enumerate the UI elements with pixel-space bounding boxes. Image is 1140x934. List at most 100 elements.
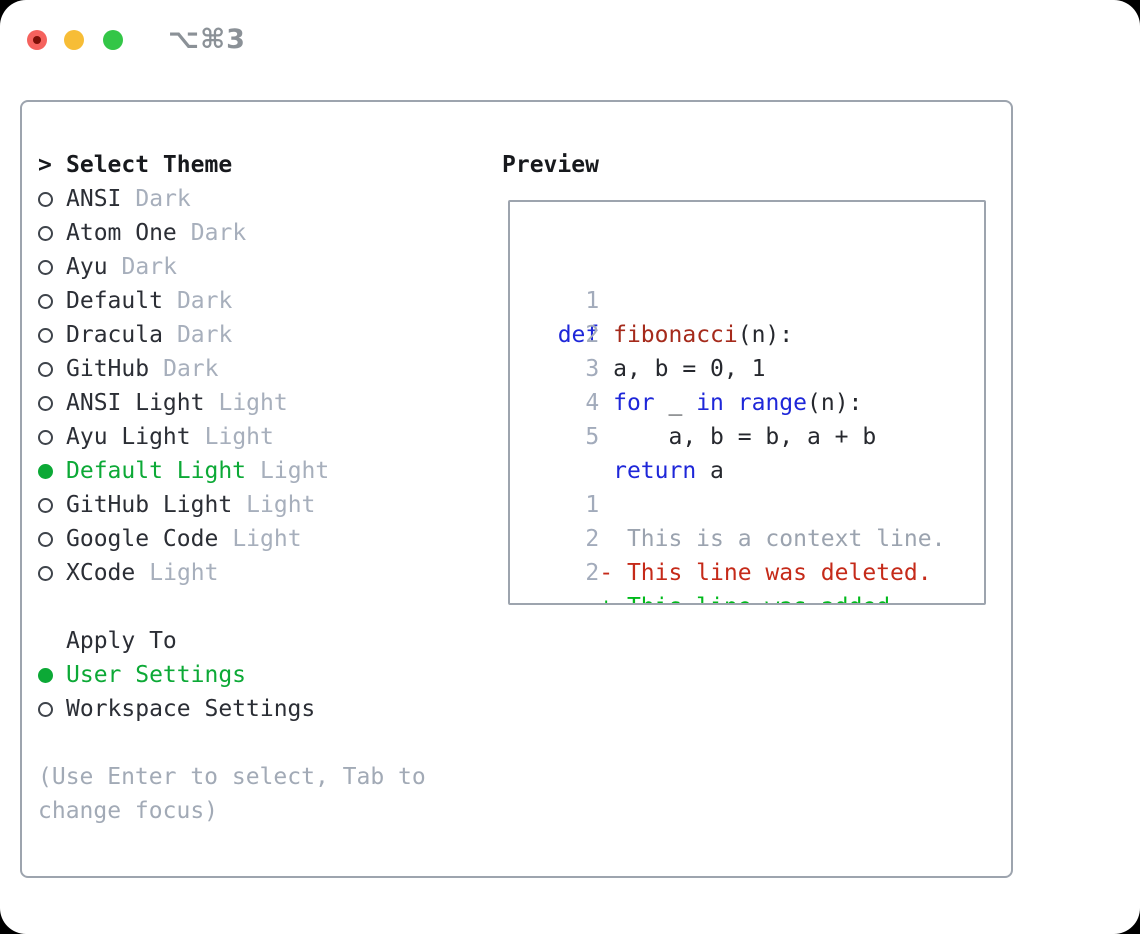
theme-option-tag: Dark <box>176 288 233 314</box>
theme-option-label: Ayu <box>66 254 108 280</box>
preview-code-line: 2 - This line was deleted. <box>530 488 984 586</box>
radio-circle-icon <box>38 293 53 309</box>
apply-to-title: Apply To <box>66 628 177 654</box>
code-token: in <box>696 390 724 416</box>
code-token: fibonacci <box>613 322 738 348</box>
radio-circle-icon <box>38 667 53 683</box>
theme-option-tag: Light <box>260 458 330 484</box>
theme-option-label: Ayu Light <box>66 424 191 450</box>
radio-circle-icon <box>38 361 53 377</box>
code-token <box>724 390 738 416</box>
theme-option-tag: Light <box>218 390 288 416</box>
unsaved-changes-dot <box>33 36 41 44</box>
close-button[interactable] <box>27 30 47 50</box>
theme-option[interactable]: Default Dark <box>38 284 426 318</box>
theme-option-tag: Dark <box>190 220 247 246</box>
theme-option-label: Default Light <box>66 458 247 484</box>
code-token: for <box>613 390 655 416</box>
theme-list: ANSI Dark Atom One Dark Ayu Dark Default… <box>38 182 426 590</box>
titlebar: ⌥⌘3 <box>0 0 1140 80</box>
code-token: return <box>613 458 697 484</box>
radio-circle-icon <box>38 225 53 241</box>
radio-circle-icon <box>38 531 53 547</box>
line-number: 3 <box>585 356 600 382</box>
code-token: + This line was added. <box>558 594 904 603</box>
theme-option[interactable]: ANSI Dark <box>38 182 426 216</box>
radio-circle-icon <box>38 327 53 343</box>
theme-option[interactable]: Atom One Dark <box>38 216 426 250</box>
usage-hint: (Use Enter to select, Tab to change focus… <box>38 760 426 828</box>
apply-to-option-label: Workspace Settings <box>66 696 316 722</box>
preview-pane: 1 def fibonacci(n): 2 a, b = 0, 1 3 for … <box>508 200 986 605</box>
preview-code-line: 1 This is a context line. <box>530 454 984 552</box>
spacer <box>38 590 426 624</box>
theme-option[interactable]: Default Light Light <box>38 454 426 488</box>
theme-option[interactable]: Dracula Dark <box>38 318 426 352</box>
theme-option-label: Atom One <box>66 220 177 246</box>
code-token: This is a context line. <box>557 526 946 552</box>
apply-to-header: Apply To <box>38 624 426 658</box>
code-token: (n): <box>737 322 794 348</box>
theme-option-label: Dracula <box>66 322 163 348</box>
theme-panel: > Select Theme ANSI Dark Atom One Dark A… <box>38 148 426 828</box>
radio-circle-icon <box>38 497 53 513</box>
code-token: range <box>737 390 807 416</box>
apply-to-option-label: User Settings <box>66 662 247 688</box>
theme-option-tag: Dark <box>176 322 233 348</box>
prompt-caret: > <box>38 152 52 178</box>
apply-to-option[interactable]: User Settings <box>38 658 426 692</box>
radio-circle-icon <box>38 395 53 411</box>
theme-panel-title: Select Theme <box>66 152 233 178</box>
theme-option-tag: Light <box>204 424 274 450</box>
usage-hint-line: (Use Enter to select, Tab to <box>38 764 426 790</box>
preview-code-line: 2 a, b = 0, 1 <box>530 284 984 382</box>
zoom-button[interactable] <box>103 30 123 50</box>
theme-option-label: GitHub Light <box>66 492 233 518</box>
radio-circle-icon <box>38 463 53 479</box>
radio-circle-icon <box>38 701 53 717</box>
code-token: (n): <box>807 390 863 416</box>
theme-option[interactable]: GitHub Dark <box>38 352 426 386</box>
theme-option[interactable]: GitHub Light Light <box>38 488 426 522</box>
theme-selector-dialog: > Select Theme ANSI Dark Atom One Dark A… <box>20 100 1013 878</box>
theme-option-tag: Light <box>232 526 302 552</box>
code-token: - This line was deleted. <box>557 560 932 586</box>
minimize-button[interactable] <box>64 30 84 50</box>
theme-option[interactable]: Ayu Dark <box>38 250 426 284</box>
radio-circle-icon <box>38 565 53 581</box>
line-number: 2 <box>585 526 600 552</box>
theme-option-tag: Light <box>149 560 219 586</box>
preview-code-line: 3 for _ in range(n): <box>530 318 984 416</box>
theme-option-tag: Dark <box>135 186 191 212</box>
preview-code-line: 2 + This line was added. <box>530 522 984 603</box>
theme-option-label: Google Code <box>66 526 219 552</box>
theme-option[interactable]: Ayu Light Light <box>38 420 426 454</box>
apply-to-list: User Settings Workspace Settings <box>38 658 426 726</box>
keyboard-shortcut-label: ⌥⌘3 <box>168 24 246 55</box>
line-number: 2 <box>585 560 600 586</box>
radio-circle-icon <box>38 191 53 207</box>
line-number: 4 <box>585 390 600 416</box>
apply-to-option[interactable]: Workspace Settings <box>38 692 426 726</box>
theme-option-tag: Light <box>246 492 316 518</box>
theme-option-label: Default <box>66 288 163 314</box>
code-token: _ <box>654 390 697 416</box>
code-token: a <box>696 458 724 484</box>
theme-option[interactable]: XCode Light <box>38 556 426 590</box>
theme-option-label: ANSI Light <box>66 390 205 416</box>
preview-title: Preview <box>502 152 599 178</box>
theme-option[interactable]: Google Code Light <box>38 522 426 556</box>
theme-option[interactable]: ANSI Light Light <box>38 386 426 420</box>
theme-panel-header: > Select Theme <box>38 148 426 182</box>
line-number: 1 <box>585 492 600 518</box>
preview-code-line: 1 def fibonacci(n): <box>530 250 984 348</box>
radio-circle-icon <box>38 429 53 445</box>
line-number: 2 <box>585 322 600 348</box>
preview-code-line: 5 return a <box>530 386 984 484</box>
theme-option-label: ANSI <box>66 186 122 212</box>
usage-hint-line: change focus) <box>38 798 219 824</box>
line-number: 1 <box>585 288 600 314</box>
theme-option-label: GitHub <box>66 356 150 382</box>
code-token: a, b = 0, 1 <box>557 356 766 382</box>
